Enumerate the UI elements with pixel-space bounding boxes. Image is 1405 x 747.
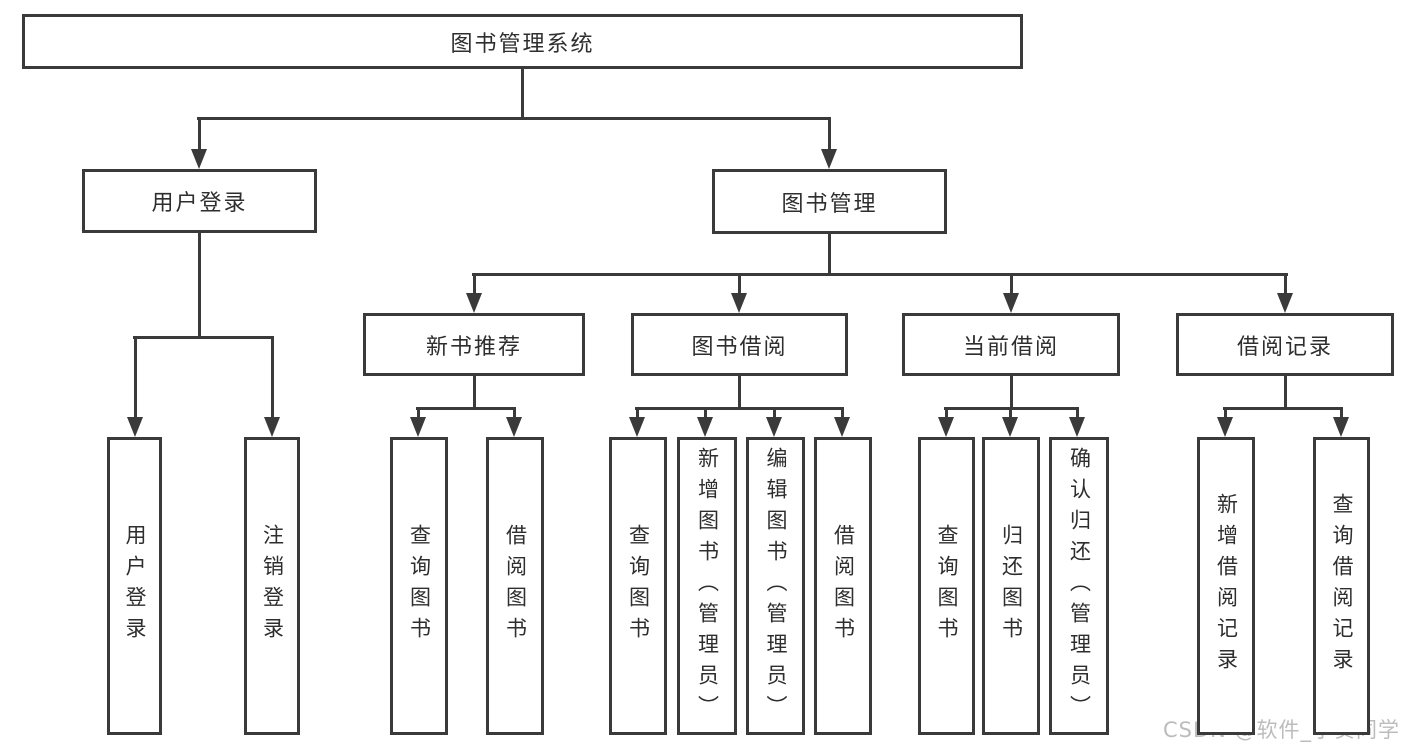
node-book-mgmt: 图书管理 — [712, 169, 947, 234]
node-label: 图书管理系统 — [450, 31, 595, 57]
connector-line — [416, 407, 516, 410]
node-label: 新增借阅记录 — [1214, 493, 1239, 679]
node-label: 用户登录 — [123, 524, 147, 648]
node-leaf-bb-add: 新增图书（管理员） — [677, 437, 737, 735]
connector-line — [944, 407, 1079, 410]
node-leaf-bb-borrow: 借阅图书 — [814, 437, 872, 735]
node-leaf-cb-query: 查询图书 — [918, 437, 975, 735]
connector-line — [1223, 407, 1343, 410]
node-label: 查询图书 — [935, 524, 959, 648]
connector-line — [737, 376, 741, 410]
node-root: 图书管理系统 — [22, 14, 1023, 69]
arrow-down-icon — [697, 417, 713, 437]
arrow-down-icon — [766, 417, 782, 437]
arrow-down-icon — [1277, 293, 1293, 313]
connector-line — [944, 410, 948, 421]
connector-line — [1339, 410, 1343, 421]
connector-line — [635, 407, 844, 410]
connector-line — [1008, 410, 1012, 421]
arrow-down-icon — [938, 417, 954, 437]
node-label: 注销登录 — [260, 524, 285, 648]
node-label: 借阅记录 — [1236, 334, 1333, 360]
node-label: 确认归还（管理员） — [1067, 446, 1092, 726]
connector-line — [133, 339, 137, 421]
node-leaf-logout: 注销登录 — [244, 437, 300, 735]
node-new-book-rec: 新书推荐 — [363, 313, 585, 376]
node-label: 借阅图书 — [831, 524, 856, 648]
arrow-down-icon — [731, 293, 747, 313]
connector-line — [1009, 376, 1013, 410]
connector-line — [472, 276, 476, 297]
node-label: 图书管理 — [781, 191, 878, 217]
arrow-down-icon — [410, 417, 426, 437]
connector-line — [827, 234, 831, 276]
connector-line — [1283, 376, 1287, 410]
node-book-borrow: 图书借阅 — [631, 313, 848, 376]
connector-line — [197, 120, 201, 153]
connector-line — [840, 410, 844, 421]
node-label: 编辑图书（管理员） — [764, 446, 788, 726]
node-leaf-cb-confirm: 确认归还（管理员） — [1049, 437, 1109, 735]
connector-line — [197, 117, 831, 120]
arrow-down-icon — [191, 149, 207, 169]
arrow-down-icon — [466, 293, 482, 313]
node-current-borrow: 当前借阅 — [902, 313, 1120, 376]
node-label: 新增图书（管理员） — [695, 446, 720, 726]
node-label: 借阅图书 — [503, 524, 528, 648]
node-label: 用户登录 — [151, 191, 248, 216]
node-leaf-user-login: 用户登录 — [107, 437, 162, 735]
connector-line — [1283, 276, 1287, 297]
node-label: 查询图书 — [407, 524, 432, 648]
arrow-down-icon — [1069, 417, 1085, 437]
node-label: 图书借阅 — [691, 334, 788, 360]
arrow-down-icon — [1002, 417, 1018, 437]
node-leaf-br-add: 新增借阅记录 — [1197, 437, 1255, 735]
arrow-down-icon — [1333, 417, 1349, 437]
connector-line — [1223, 410, 1227, 421]
node-label: 查询借阅记录 — [1330, 493, 1354, 679]
connector-line — [1075, 410, 1079, 421]
arrow-down-icon — [127, 417, 143, 437]
connector-line — [737, 276, 741, 297]
node-leaf-nbr-borrow: 借阅图书 — [486, 437, 544, 735]
arrow-down-icon — [264, 417, 280, 437]
node-leaf-bb-query: 查询图书 — [609, 437, 667, 735]
arrow-down-icon — [821, 149, 837, 169]
connector-line — [270, 339, 274, 421]
arrow-down-icon — [834, 417, 850, 437]
node-leaf-cb-return: 归还图书 — [982, 437, 1040, 735]
connector-line — [512, 410, 516, 421]
arrow-down-icon — [629, 417, 645, 437]
node-label: 归还图书 — [999, 524, 1024, 648]
connector-line — [635, 410, 639, 421]
connector-line — [133, 336, 274, 339]
connector-line — [1009, 276, 1013, 297]
node-leaf-nbr-query: 查询图书 — [390, 437, 448, 735]
node-leaf-bb-edit: 编辑图书（管理员） — [746, 437, 805, 735]
connector-line — [472, 376, 476, 410]
connector-line — [772, 410, 776, 421]
connector-line — [416, 410, 420, 421]
node-borrow-records: 借阅记录 — [1176, 313, 1394, 376]
arrow-down-icon — [1217, 417, 1233, 437]
connector-line — [197, 233, 201, 339]
connector-line — [520, 69, 524, 120]
node-label: 新书推荐 — [425, 334, 522, 360]
arrow-down-icon — [506, 417, 522, 437]
node-label: 查询图书 — [626, 524, 651, 648]
connector-line — [472, 273, 1288, 276]
connector-line — [827, 120, 831, 153]
connector-line — [703, 410, 707, 421]
node-leaf-br-query: 查询借阅记录 — [1313, 437, 1370, 735]
node-label: 当前借阅 — [962, 334, 1059, 360]
node-user-login: 用户登录 — [82, 169, 317, 233]
arrow-down-icon — [1003, 293, 1019, 313]
